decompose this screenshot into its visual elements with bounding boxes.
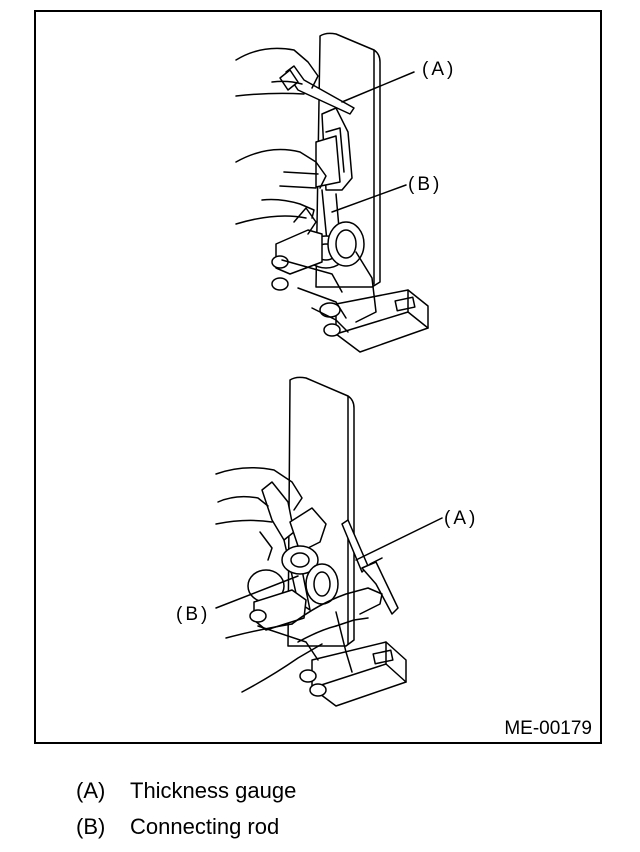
legend: (A) Thickness gauge (B) Connecting rod (76, 773, 296, 845)
callout-label-b-lower: (B) (176, 604, 211, 625)
legend-label: Connecting rod (130, 814, 280, 839)
upper-hand-middle (235, 148, 327, 225)
lower-thickness-gauge (341, 519, 399, 615)
lower-hand-top (215, 467, 303, 561)
lower-leader-a (355, 517, 443, 561)
lower-hand-bottom (225, 587, 383, 693)
figure-frame: (A) (B) (A) (B) ME-00179 (34, 10, 602, 744)
upper-leader-b (331, 184, 407, 213)
upper-view (235, 32, 429, 353)
figure-id: ME-00179 (504, 718, 592, 739)
upper-thickness-gauge (279, 65, 355, 115)
legend-item: (B) Connecting rod (76, 809, 296, 845)
legend-key: (B) (76, 814, 106, 839)
legend-item: (A) Thickness gauge (76, 773, 296, 809)
illustration (215, 32, 443, 707)
legend-label: Thickness gauge (130, 778, 297, 803)
upper-hand-top (235, 47, 319, 97)
lower-connecting-rod (261, 481, 327, 611)
callout-label-a-lower: (A) (444, 508, 479, 529)
lower-leader-b (215, 575, 299, 609)
upper-base-block (335, 289, 429, 353)
lower-view (215, 376, 443, 707)
upper-leader-a (341, 71, 415, 103)
callout-label-b-upper: (B) (408, 174, 443, 195)
legend-key: (A) (76, 778, 106, 803)
lower-base-block (311, 641, 407, 707)
callout-label-a-upper: (A) (422, 59, 457, 80)
upper-crankshaft (271, 207, 377, 337)
